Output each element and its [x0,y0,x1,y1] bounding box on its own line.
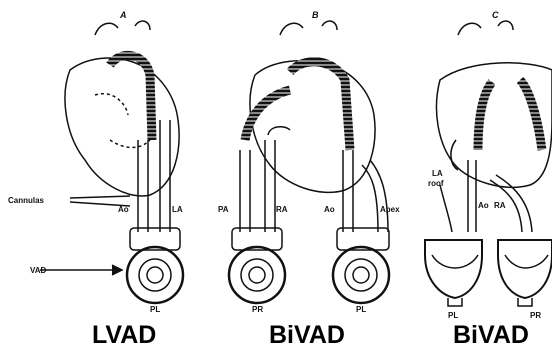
label-cannulas: Cannulas [8,196,45,205]
panel-a-neck [95,21,150,35]
panel-a-label-la: LA [172,205,183,214]
panel-c-label-la-roof-line1: LA [432,169,443,178]
panel-a-label-ao: Ao [118,205,129,214]
panel-c-letter: C [492,10,499,20]
panel-a-pump [127,247,183,303]
panel-b-letter: B [312,10,319,20]
panel-b-label-apex: Apex [380,205,400,214]
panel-a-heart [65,58,179,196]
panel-c-label-ra: RA [494,201,506,210]
panel-c-caption: BiVAD [453,321,529,347]
panel-c-pump-r-inner [505,255,548,268]
panel-c-label-pl: PL [448,311,458,320]
panel-c-cannula-ao [468,160,476,232]
panel-c-label-la-roof-line2: roof [428,179,444,188]
panel-a-cannula-ao [138,140,148,232]
panel-b-label-pr: PR [252,305,263,314]
panel-c-pump-l-inner [432,255,478,268]
panel-c-graft-left [478,82,492,150]
panel-b-pump-l [333,247,389,303]
panel-c-graft-right [520,80,542,150]
panel-c-pump-l-outlet [448,298,462,306]
panel-a-cannulas-arrow-1 [70,196,130,198]
panel-c-pump-r-outlet [518,298,532,306]
panel-b-label-ao: Ao [324,205,335,214]
panel-c [425,21,552,306]
panel-b-pump-r-center [249,267,265,283]
panel-a-caption: LVAD [92,321,156,347]
panel-b-pump-l-core [345,259,377,291]
panel-b-cannula-apex [362,160,388,232]
panel-a-heart-detail [95,94,150,148]
panel-b-graft-right [290,62,350,150]
panel-c-label-ao: Ao [478,201,489,210]
panel-c-pump-l [425,240,482,298]
label-vad: VAD [30,266,47,275]
panel-b-cannula-ao [343,150,353,232]
panel-a-vad-arrowhead [112,265,122,275]
panel-b-neck [280,21,337,35]
panel-b-cannula-pa [240,150,250,232]
panel-a-pump-core [139,259,171,291]
panel-b-pump-r [229,247,285,303]
panel-b [229,21,389,303]
panel-a [40,21,183,303]
panel-a-cannula-la [160,120,170,232]
panel-c-pump-r [498,240,552,298]
panel-b-pump-r-core [241,259,273,291]
panel-b-pump-l-center [353,267,369,283]
panel-b-label-ra: RA [276,205,288,214]
panel-b-label-pa: PA [218,205,229,214]
panel-c-neck [458,21,513,35]
panel-c-label-la-roof: LA roof [428,169,445,188]
panel-b-graft-left [245,90,290,140]
panel-b-heart [250,61,375,193]
panel-a-pump-center [147,267,163,283]
panel-a-letter: A [119,10,127,20]
panel-b-label-pl: PL [356,305,366,314]
panel-c-label-pr: PR [530,311,541,320]
panel-a-graft [110,55,152,140]
panel-b-caption: BiVAD [269,321,345,347]
panel-a-label-pl: PL [150,305,160,314]
